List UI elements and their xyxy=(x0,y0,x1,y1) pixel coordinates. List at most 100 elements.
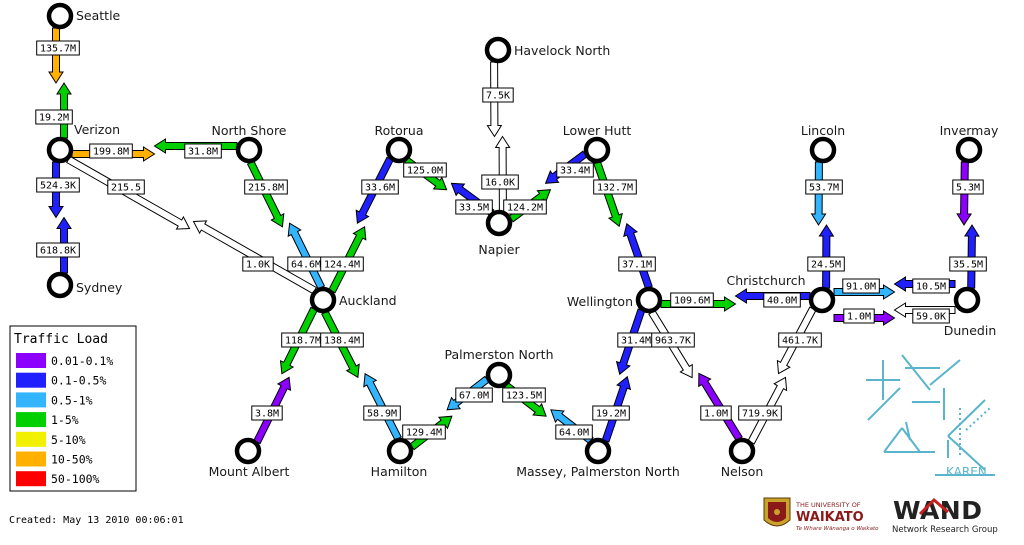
bandwidth-label-box xyxy=(242,256,274,272)
node-auckland[interactable]: Auckland xyxy=(309,286,397,314)
node-circle-icon[interactable] xyxy=(386,437,414,465)
created-timestamp: Created: May 13 2010 00:06:01 xyxy=(9,515,184,526)
node-lowerhutt[interactable]: Lower Hutt xyxy=(563,123,632,164)
node-circle-icon[interactable] xyxy=(955,136,983,164)
node-palmerston[interactable]: Palmerston North xyxy=(444,347,554,389)
waikato-line2: WAIKATO xyxy=(796,510,864,525)
karen-logo: KAREN xyxy=(866,354,995,479)
bandwidth-value: 215.5 xyxy=(111,183,141,194)
node-circle-icon[interactable] xyxy=(46,271,74,299)
node-label: Rotorua xyxy=(374,123,423,138)
bandwidth-value: 132.7M xyxy=(597,183,633,194)
node-napier[interactable]: Napier xyxy=(478,209,520,257)
node-massey[interactable]: Massey, Palmerston North xyxy=(516,437,680,479)
node-label: Nelson xyxy=(721,464,764,479)
legend-item: 0.01-0.1% xyxy=(16,353,113,368)
node-circle-icon[interactable] xyxy=(583,136,611,164)
node-nelson[interactable]: Nelson xyxy=(721,437,764,479)
node-rotorua[interactable]: Rotorua xyxy=(374,123,424,164)
node-circle-icon[interactable] xyxy=(484,36,512,64)
node-sydney[interactable]: Sydney xyxy=(46,271,123,299)
node-christchurch[interactable]: Christchurch xyxy=(726,273,836,314)
bandwidth-label: 19.2M xyxy=(35,109,73,125)
node-circle-icon[interactable] xyxy=(46,136,74,164)
bandwidth-value: 461.7K xyxy=(782,336,818,347)
node-circle-icon[interactable] xyxy=(309,286,337,314)
legend-swatch xyxy=(16,372,46,388)
node-hamilton[interactable]: Hamilton xyxy=(371,437,428,479)
bandwidth-label: 129.4M xyxy=(402,424,446,440)
node-circle-icon[interactable] xyxy=(953,286,981,314)
bandwidth-label: 37.1M xyxy=(618,256,656,272)
bandwidth-label-box xyxy=(482,87,514,103)
bandwidth-value: 124.2M xyxy=(507,203,543,214)
node-circle-icon[interactable] xyxy=(584,437,612,465)
bandwidth-value: 124.4M xyxy=(324,260,360,271)
node-label: Lower Hutt xyxy=(563,123,632,138)
node-northshore[interactable]: North Shore xyxy=(212,123,287,164)
node-circle-icon[interactable] xyxy=(46,2,74,30)
bandwidth-label-box xyxy=(36,40,80,56)
bandwidth-label-box xyxy=(763,292,801,308)
bandwidth-value: 215.8M xyxy=(248,183,284,194)
node-circle-icon[interactable] xyxy=(809,136,837,164)
bandwidth-label-box xyxy=(502,387,546,403)
link-auckland-hamilton xyxy=(321,310,402,441)
link-wellington-massey xyxy=(601,308,646,443)
bandwidth-label: 215.8M xyxy=(244,179,288,195)
traffic-load-legend: Traffic Load 0.01-0.1%0.1-0.5%0.5-1%1-5%… xyxy=(9,325,137,492)
bandwidth-label-box xyxy=(556,162,594,178)
bandwidth-label-box xyxy=(842,278,880,294)
node-circle-icon[interactable] xyxy=(234,437,262,465)
node-circle-icon[interactable] xyxy=(485,361,513,389)
bandwidth-label: 40.0M xyxy=(763,292,801,308)
wand-subtitle: Network Research Group xyxy=(892,525,998,535)
wand-logo: WAND Network Research Group xyxy=(892,496,998,535)
bandwidth-value: 53.7M xyxy=(809,183,839,194)
bandwidth-label: 124.2M xyxy=(503,199,547,215)
bandwidth-label: 963.7K xyxy=(651,332,695,348)
bandwidth-label: 118.7M xyxy=(281,332,325,348)
node-seattle[interactable]: Seattle xyxy=(46,2,121,30)
legend-label: 0.5-1% xyxy=(51,393,93,407)
node-verizon[interactable]: Verizon xyxy=(46,122,120,164)
bandwidth-label-box xyxy=(738,405,782,421)
node-circle-icon[interactable] xyxy=(485,209,513,237)
bandwidth-label: 19.2M xyxy=(592,405,630,421)
node-wellington[interactable]: Wellington xyxy=(567,286,663,314)
bandwidth-value: 719.9K xyxy=(742,409,778,420)
waikato-line1: THE UNIVERSITY OF xyxy=(795,501,861,509)
link-auckland-mtalbert xyxy=(253,306,318,445)
node-dunedin[interactable]: Dunedin xyxy=(944,286,997,338)
bandwidth-label-box xyxy=(843,308,875,324)
bandwidth-label: 31.4M xyxy=(617,332,655,348)
node-lincoln[interactable]: Lincoln xyxy=(801,123,845,164)
bandwidth-label: 58.9M xyxy=(363,405,401,421)
node-circle-icon[interactable] xyxy=(635,286,663,314)
legend-label: 1-5% xyxy=(51,413,79,427)
bandwidth-value: 1.0M xyxy=(847,312,871,323)
bandwidth-value: 33.5M xyxy=(459,203,489,214)
legend-swatch xyxy=(16,412,46,428)
legend-item: 50-100% xyxy=(16,471,100,487)
bandwidth-label: 124.4M xyxy=(320,256,364,272)
bandwidth-label-box xyxy=(361,179,399,195)
bandwidth-label-box xyxy=(778,332,822,348)
node-havelock[interactable]: Havelock North xyxy=(484,36,610,64)
bandwidth-value: 7.5K xyxy=(486,91,510,102)
node-label: Auckland xyxy=(339,293,397,308)
node-circle-icon[interactable] xyxy=(235,136,263,164)
bandwidth-label-box xyxy=(320,256,364,272)
waikato-line3: Te Whare Wānanga o Waikato xyxy=(796,526,879,532)
bandwidth-value: 3.8M xyxy=(255,409,279,420)
node-mtalbert[interactable]: Mount Albert xyxy=(209,437,290,479)
node-circle-icon[interactable] xyxy=(728,437,756,465)
node-circle-icon[interactable] xyxy=(385,136,413,164)
node-label: Havelock North xyxy=(514,43,610,58)
bandwidth-label-box xyxy=(592,405,630,421)
bandwidth-value: 33.4M xyxy=(560,166,590,177)
node-label: Invermay xyxy=(940,123,999,138)
node-circle-icon[interactable] xyxy=(808,286,836,314)
node-invermay[interactable]: Invermay xyxy=(940,123,999,164)
